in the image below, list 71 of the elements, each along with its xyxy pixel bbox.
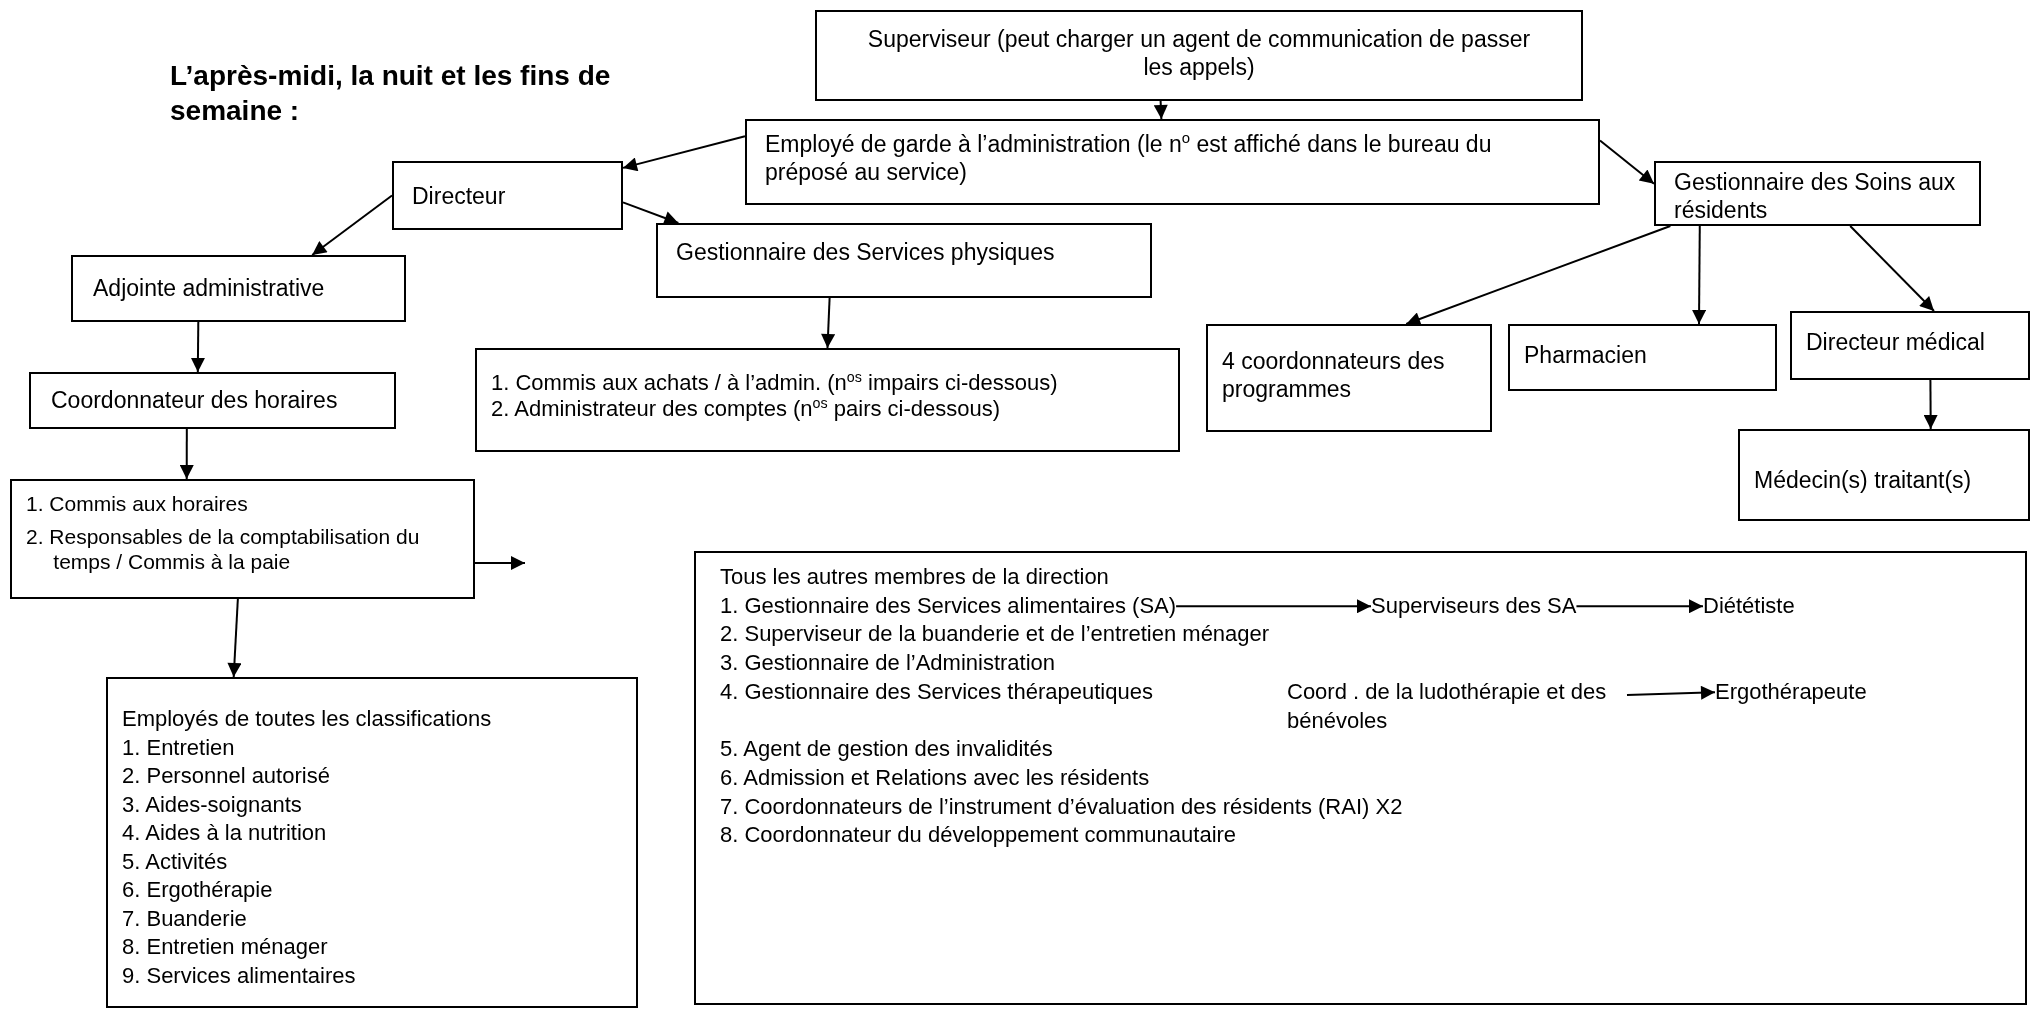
org-box [1206, 324, 1492, 432]
arrow [1175, 599, 1372, 614]
box-text: 1. Commis aux achats / à l’admin. (n$^{os}$ impairs ci-dessous) [491, 370, 1058, 397]
org-box [29, 372, 396, 429]
role-label: Superviseurs des SA [1371, 592, 1577, 621]
box-text: Employé de garde à l’administration (le n$^{o}$ est affiché dans le bureau du préposé au service) [765, 131, 1493, 187]
list-item: 2. Superviseur de la buanderie et de l’entretien ménager [720, 620, 1270, 648]
org-box [745, 119, 1600, 205]
box-text: 8. Entretien ménager [122, 933, 328, 961]
box-text: 6. Ergothérapie [122, 876, 273, 904]
box-text: 2. Personnel autorisé [122, 762, 330, 790]
box-text: Employés de toutes les classifications [122, 705, 492, 733]
arrow [1626, 685, 1716, 700]
org-box [1738, 429, 2030, 521]
org-box [392, 161, 623, 230]
box-text: Superviseur (peut charger un agent de communication de passer les appels) [866, 26, 1532, 82]
org-box [1654, 161, 1981, 226]
box-text: 3. Aides-soignants [122, 790, 302, 819]
box-text: Gestionnaire des Services physiques [676, 239, 1055, 267]
org-box [1790, 311, 2030, 380]
arrow [1575, 599, 1704, 614]
box-text: Directeur [412, 183, 506, 211]
box-text: Gestionnaire des Soins aux résidents [1674, 169, 1957, 225]
org-box [815, 10, 1583, 101]
arrow [179, 428, 194, 480]
box-text: 9. Services alimentaires [122, 961, 356, 990]
role-label: Coord . de la ludothérapie et des bénévoles [1287, 678, 1627, 735]
box-text: Adjointe administrative [93, 275, 325, 303]
org-box [1508, 324, 1777, 391]
list-item: 4. Gestionnaire des Services thérapeutiques [720, 678, 1153, 706]
list-item: 7. Coordonnateurs de l’instrument d’évaluation des résidents (RAI) X2 [720, 793, 1403, 821]
box-text: 2. Administrateur des comptes (n$^{os}$ pairs ci-dessous) [491, 396, 1001, 423]
list-item: 3. Gestionnaire de l’Administration [720, 649, 1056, 677]
box-text: 7. Buanderie [122, 904, 247, 933]
role-label: Ergothérapeute [1715, 678, 1867, 707]
arrow [1599, 139, 1655, 185]
arrow [227, 598, 242, 678]
box-text: 2. Responsables de la comptabilisation du temps / Commis à la paie [26, 524, 421, 575]
org-box [656, 223, 1152, 298]
list-item: 5. Agent de gestion des invalidités [720, 735, 1053, 763]
arrow [1849, 225, 1935, 312]
org-box [71, 255, 406, 322]
list-item: 8. Coordonnateur du développement communautaire [720, 821, 1237, 849]
diagram-title: L’après-midi, la nuit et les fins de semaine : [170, 59, 612, 128]
box-text: 1. Commis aux horaires [26, 491, 248, 517]
arrow [1405, 225, 1672, 326]
role-label: Diététiste [1703, 592, 1795, 621]
org-box [10, 479, 475, 599]
arrow [190, 321, 205, 373]
box-text: Directeur médical [1806, 329, 1985, 357]
role-label: 1. Gestionnaire des Services alimentaires (SA) [720, 592, 1177, 621]
box-text: 4 coordonnateurs des programmes [1222, 348, 1446, 404]
box-text: 4. Aides à la nutrition [122, 819, 327, 847]
box-text: Coordonnateur des horaires [51, 387, 338, 415]
arrow [474, 556, 526, 570]
arrow [821, 297, 836, 349]
box-text: 1. Entretien [122, 733, 235, 762]
box-text: Pharmacien [1524, 342, 1647, 370]
list-item: 6. Admission et Relations avec les résidents [720, 764, 1150, 792]
org-box [694, 551, 2027, 1005]
box-text: Tous les autres membres de la direction [720, 563, 1109, 591]
arrow [1153, 100, 1168, 120]
arrow [622, 135, 746, 172]
box-text: 5. Activités [122, 847, 228, 876]
org-box [106, 677, 638, 1008]
box-text: Médecin(s) traitant(s) [1754, 467, 1972, 495]
arrow [622, 201, 680, 225]
arrow [1923, 379, 1938, 430]
arrow [1692, 225, 1707, 325]
arrow [311, 194, 393, 256]
org-box [475, 348, 1180, 452]
